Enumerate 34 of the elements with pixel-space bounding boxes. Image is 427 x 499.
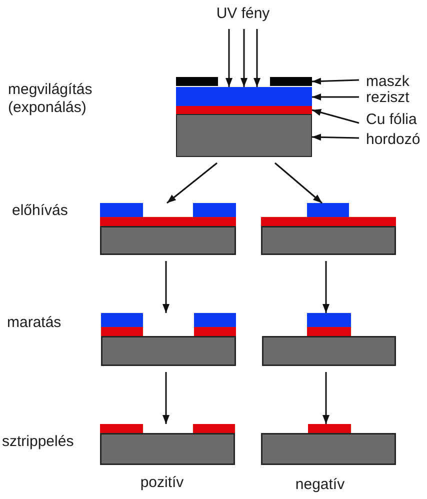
light-ray-arrow xyxy=(240,29,248,87)
process-arrow xyxy=(162,261,170,313)
column-label: pozitív xyxy=(140,474,184,492)
column-label: negatív xyxy=(295,476,345,494)
process-step-label: maratás xyxy=(7,314,62,332)
light-ray-arrow xyxy=(226,29,232,87)
substrate-layer xyxy=(176,114,312,157)
wafer-cross-section xyxy=(100,424,235,465)
wafer-cross-section xyxy=(261,424,396,465)
wafer-cross-section xyxy=(261,203,396,255)
leader-arrow xyxy=(312,78,360,85)
process-step-label: előhívás xyxy=(12,202,68,220)
layer-label: Cu fólia xyxy=(366,111,417,129)
leader-arrow xyxy=(312,94,359,100)
process-step-label: megvilágítás (exponálás) xyxy=(8,81,92,117)
light-source-label: UV fény xyxy=(213,5,273,23)
layer-label: reziszt xyxy=(366,89,410,107)
process-arrow xyxy=(162,372,170,424)
process-step-label: sztrippelés xyxy=(2,433,74,451)
mask-layer xyxy=(270,77,312,86)
leader-arrow xyxy=(312,134,360,141)
wafer-cross-section xyxy=(100,203,236,255)
layer-label: maszk xyxy=(366,73,410,91)
wafer-cross-section xyxy=(262,313,396,366)
leader-arrow xyxy=(312,109,360,124)
layer-label: hordozó xyxy=(366,131,420,149)
process-arrow xyxy=(322,372,330,424)
wafer-cross-section xyxy=(101,313,236,366)
process-arrow xyxy=(166,162,218,204)
process-arrow xyxy=(274,162,322,204)
copper-foil-layer xyxy=(176,106,312,114)
light-ray-arrow xyxy=(254,29,260,87)
process-arrow xyxy=(322,261,330,313)
photoresist-layer xyxy=(176,87,312,106)
